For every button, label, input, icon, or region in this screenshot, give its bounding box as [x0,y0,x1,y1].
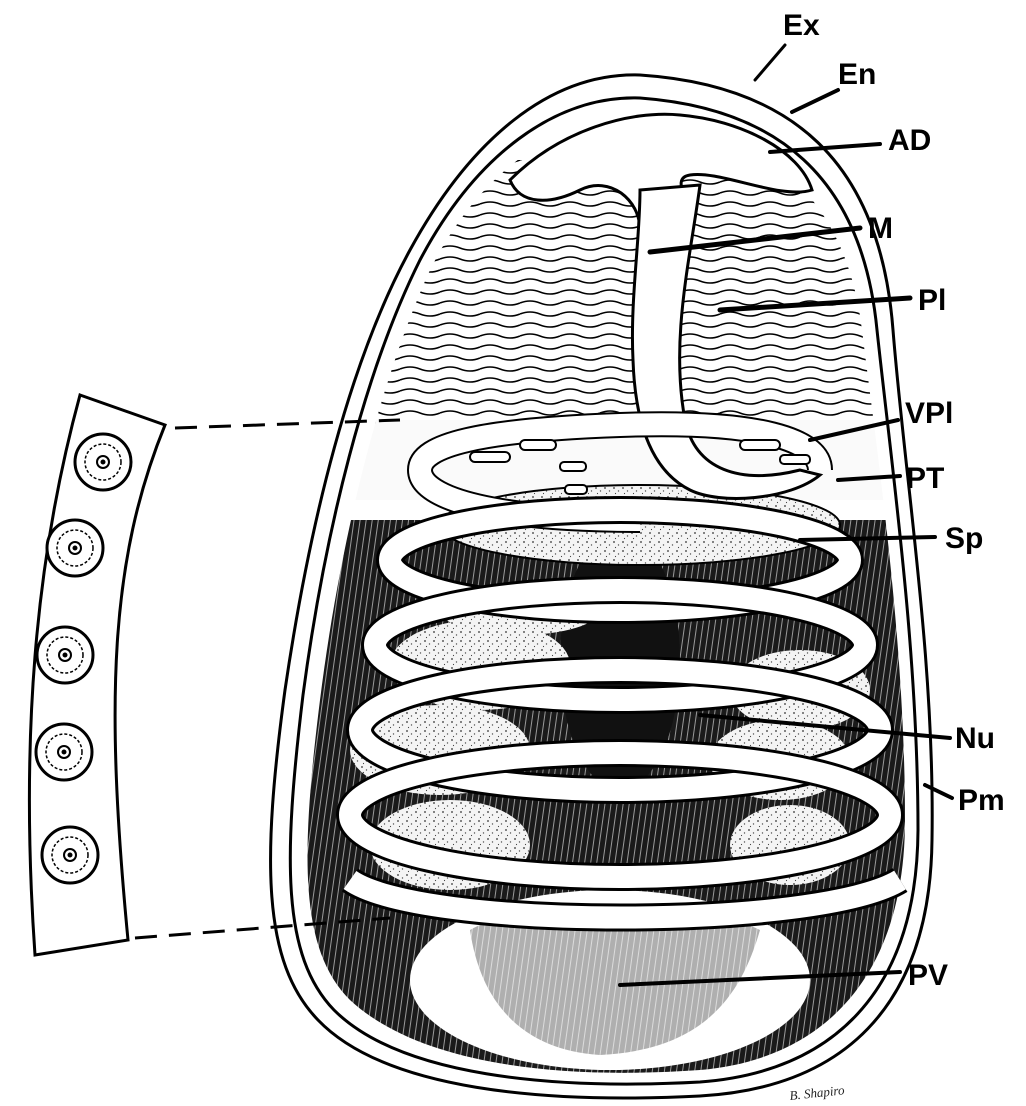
label-en: En [838,58,876,91]
label-ex: Ex [783,9,820,42]
label-m: M [868,212,893,245]
label-sp: Sp [945,522,983,555]
label-vpl: VPl [905,397,953,430]
label-ad: AD [888,124,931,157]
label-pl: Pl [918,284,946,317]
dashed-connector-top [175,420,400,428]
label-pm: Pm [958,784,1005,817]
label-nu: Nu [955,722,995,755]
label-pv: PV [908,959,948,992]
label-pt: PT [906,462,944,495]
artist-signature: B. Shapiro [789,1082,846,1103]
